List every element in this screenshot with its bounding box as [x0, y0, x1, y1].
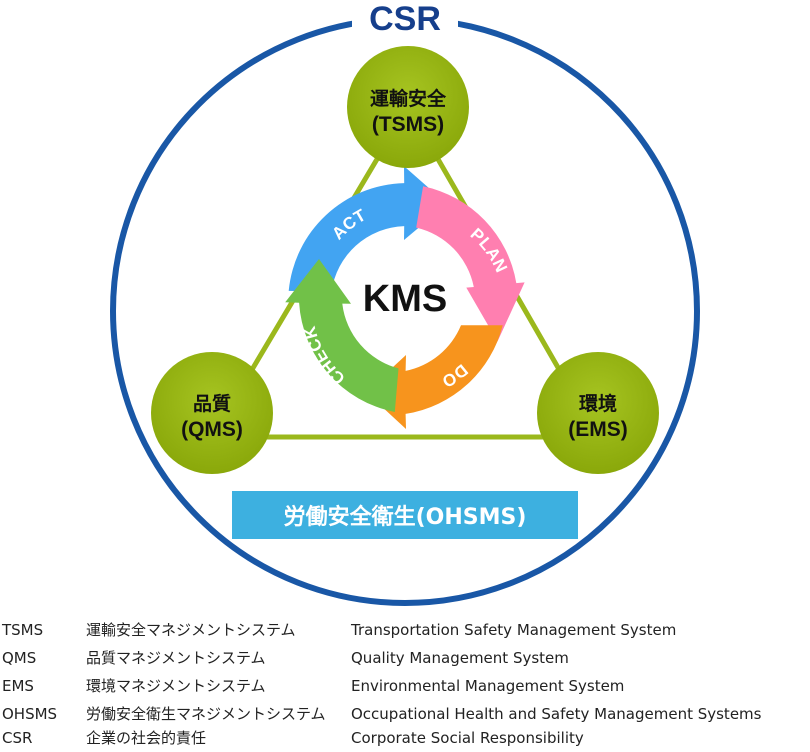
- glossary-abbr: CSR: [2, 729, 33, 747]
- glossary-japanese: 労働安全衛生マネジメントシステム: [86, 705, 326, 723]
- glossary-row: QMS 品質マネジメントシステム Quality Management Syst…: [0, 644, 810, 672]
- act-arrow: [288, 166, 447, 292]
- glossary-abbr: QMS: [2, 649, 37, 667]
- glossary-japanese: 環境マネジメントシステム: [86, 677, 266, 695]
- ems-node: 環境 (EMS): [537, 352, 659, 474]
- tsms-node: 運輸安全 (TSMS): [347, 46, 469, 168]
- csr-title: CSR: [369, 0, 441, 38]
- ohsms-banner: 労働安全衛生(OHSMS): [232, 491, 578, 539]
- glossary-english: Quality Management System: [351, 649, 569, 667]
- glossary-english: Transportation Safety Management System: [351, 621, 677, 639]
- glossary-japanese: 品質マネジメントシステム: [86, 649, 266, 667]
- glossary-japanese: 企業の社会的責任: [86, 729, 207, 747]
- glossary-abbr: EMS: [2, 677, 34, 695]
- csr-title-backdrop: [352, 0, 458, 36]
- ohsms-label: 労働安全衛生(OHSMS): [284, 504, 527, 530]
- tsms-abbr: (TSMS): [372, 113, 444, 136]
- csr-diagram: CSR ACT PLAN DO CHECK KMS 運輸安全 (TSMS) 品質…: [110, 0, 700, 606]
- qms-node: 品質 (QMS): [151, 352, 273, 474]
- ems-abbr: (EMS): [568, 418, 628, 441]
- glossary: TSMS 運輸安全マネジメントシステム Transportation Safet…: [0, 612, 810, 750]
- pdca-cycle: ACT PLAN DO CHECK: [285, 166, 525, 429]
- glossary-english: Environmental Management System: [351, 677, 625, 695]
- glossary-row: EMS 環境マネジメントシステム Environmental Managemen…: [0, 672, 810, 700]
- kms-label: KMS: [363, 278, 447, 320]
- glossary-english: Corporate Social Responsibility: [351, 729, 584, 747]
- glossary-abbr: OHSMS: [2, 705, 58, 723]
- glossary-japanese: 運輸安全マネジメントシステム: [86, 621, 296, 639]
- qms-abbr: (QMS): [181, 418, 243, 441]
- check-arrow: [285, 259, 399, 412]
- glossary-row: CSR 企業の社会的責任 Corporate Social Responsibi…: [0, 724, 810, 752]
- do-arrow: [366, 325, 503, 429]
- glossary-row: OHSMS 労働安全衛生マネジメントシステム Occupational Heal…: [0, 700, 810, 728]
- glossary-abbr: TSMS: [2, 621, 44, 639]
- qms-label: 品質: [193, 392, 231, 415]
- ems-label: 環境: [579, 392, 617, 415]
- tsms-label: 運輸安全: [370, 87, 447, 110]
- glossary-row: TSMS 運輸安全マネジメントシステム Transportation Safet…: [0, 616, 810, 644]
- glossary-english: Occupational Health and Safety Managemen…: [351, 705, 762, 723]
- plan-arrow: [416, 186, 525, 342]
